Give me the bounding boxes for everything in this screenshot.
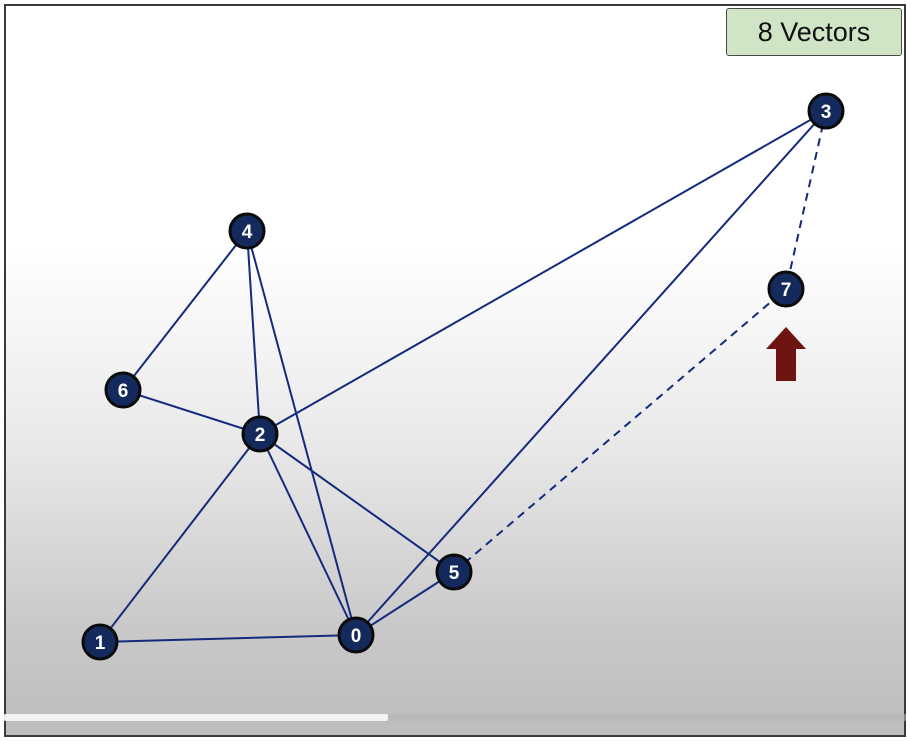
node-label: 2 — [255, 425, 266, 446]
node-label: 7 — [781, 280, 792, 301]
node-0[interactable]: 0 — [337, 616, 375, 654]
node-label: 3 — [821, 102, 832, 123]
node-label: 0 — [351, 626, 362, 647]
edge-5-7 — [453, 288, 787, 573]
edge-1-0 — [99, 634, 357, 643]
node-circle — [241, 415, 279, 453]
node-label: 6 — [118, 381, 129, 402]
edges-layer — [99, 110, 827, 643]
node-circle — [81, 623, 119, 661]
edge-4-6 — [122, 230, 248, 391]
edge-3-7 — [785, 110, 827, 290]
node-7[interactable]: 7 — [767, 270, 805, 308]
node-4[interactable]: 4 — [228, 212, 266, 250]
up-arrow-icon — [766, 327, 806, 381]
node-label: 5 — [449, 563, 460, 584]
nodes-layer: 0 1 2 3 4 5 6 7 — [81, 92, 845, 661]
scrollbar-track[interactable] — [4, 714, 906, 721]
edge-2-0 — [259, 433, 357, 636]
edge-6-2 — [122, 389, 261, 435]
diagram-canvas: 8 Vectors — [4, 4, 906, 737]
node-label: 1 — [95, 633, 106, 654]
edge-1-2 — [99, 433, 261, 643]
node-label: 4 — [242, 222, 253, 243]
node-circle — [337, 616, 375, 654]
node-1[interactable]: 1 — [81, 623, 119, 661]
node-circle — [435, 553, 473, 591]
marker-layer — [766, 327, 806, 381]
vector-count-badge: 8 Vectors — [726, 8, 902, 56]
edge-0-5 — [355, 571, 455, 636]
edge-2-5 — [259, 433, 455, 573]
scrollbar-thumb[interactable] — [4, 714, 388, 721]
node-circle — [767, 270, 805, 308]
node-5[interactable]: 5 — [435, 553, 473, 591]
node-circle — [104, 371, 142, 409]
node-circle — [228, 212, 266, 250]
edge-2-4 — [246, 230, 261, 435]
edge-0-3 — [355, 110, 827, 636]
edge-2-3 — [259, 110, 827, 435]
node-circle — [807, 92, 845, 130]
node-2[interactable]: 2 — [241, 415, 279, 453]
node-3[interactable]: 3 — [807, 92, 845, 130]
edge-4-0 — [246, 230, 357, 636]
node-6[interactable]: 6 — [104, 371, 142, 409]
